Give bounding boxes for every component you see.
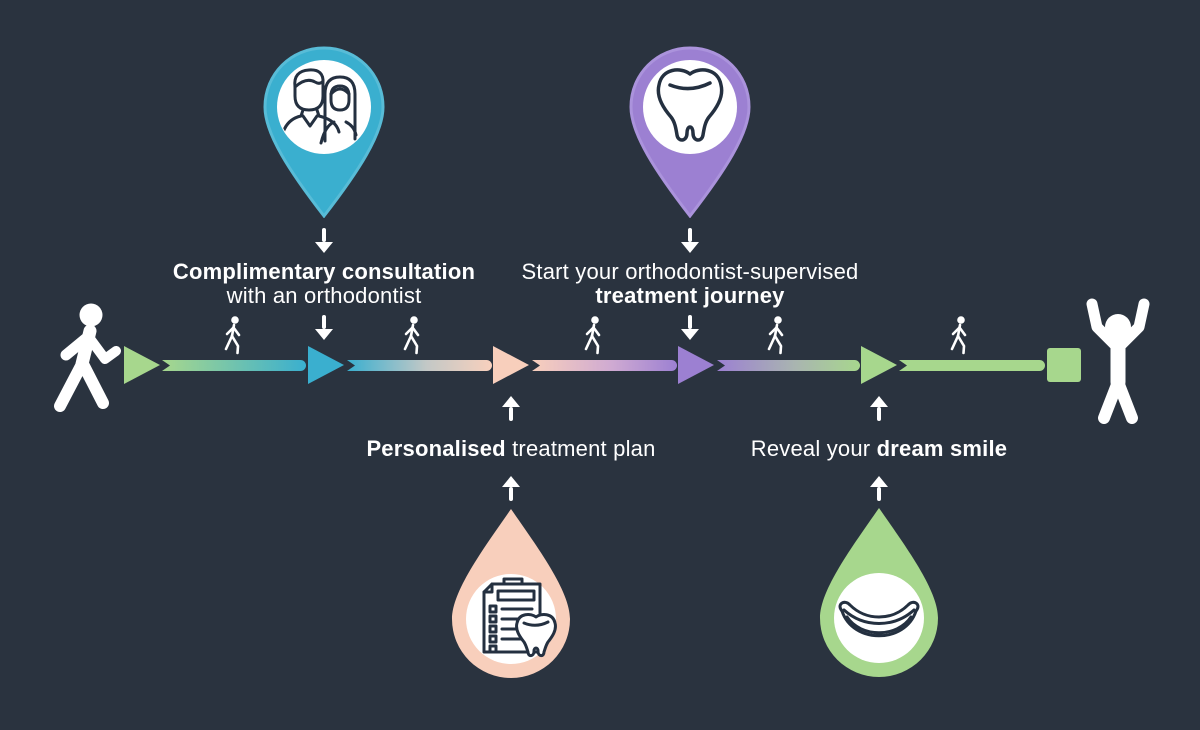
- arrow-down-icon: [681, 315, 699, 340]
- label-part: treatment plan: [505, 436, 656, 461]
- timeline-arrowhead-purple: [678, 346, 714, 384]
- timeline-segment-green: [899, 360, 1045, 371]
- label-line: with an orthodontist: [226, 283, 422, 308]
- label-part: Personalised: [366, 436, 506, 461]
- timeline-segment-purple-green: [717, 360, 860, 371]
- map-pin-treatment-start: [629, 46, 751, 218]
- timeline-segment-peach-purple: [532, 360, 677, 371]
- label-line: treatment journey: [595, 283, 785, 308]
- pedestrian-icon: [950, 316, 967, 355]
- timeline-segment-green-teal: [162, 360, 306, 371]
- teardrop-dream-smile: [820, 508, 938, 677]
- milestone-dream-smile-label: Reveal your dream smile: [689, 437, 1069, 461]
- walking-person-icon: [54, 303, 121, 412]
- arrow-down-icon: [315, 228, 333, 253]
- arrow-up-icon: [870, 476, 888, 501]
- milestone-treatment-start-label: Start your orthodontist-supervised treat…: [500, 260, 880, 308]
- teardrop-treatment-plan: [452, 509, 570, 678]
- milestone-treatment-plan-label: Personalised treatment plan: [321, 437, 701, 461]
- treatment-plan-icon: [482, 577, 557, 658]
- timeline-arrowhead-teal: [308, 346, 344, 384]
- timeline-segment-teal-peach: [347, 360, 492, 371]
- arrow-up-icon: [502, 396, 520, 421]
- arrow-up-icon: [870, 396, 888, 421]
- timeline-arrowhead-green-start: [124, 346, 160, 384]
- label-part: Reveal your: [750, 436, 877, 461]
- tooth-icon: [656, 68, 724, 142]
- pedestrian-icon: [584, 316, 601, 355]
- smile-icon: [838, 600, 920, 638]
- label-line: Start your orthodontist-supervised: [521, 259, 859, 284]
- pedestrian-icon: [224, 316, 241, 355]
- celebrating-person-icon: [1086, 298, 1150, 424]
- timeline-arrowhead-peach: [493, 346, 529, 384]
- timeline-arrowhead-green-end: [861, 346, 897, 384]
- arrow-down-icon: [315, 315, 333, 340]
- milestone-consultation-label: Complimentary consultation with an ortho…: [134, 260, 514, 308]
- label-part: dream smile: [876, 436, 1008, 461]
- arrow-down-icon: [681, 228, 699, 253]
- map-pin-consultation: [263, 46, 385, 218]
- label-line: Complimentary consultation: [172, 259, 476, 284]
- arrow-up-icon: [502, 476, 520, 501]
- timeline-end-square: [1047, 348, 1081, 382]
- pedestrian-icon: [767, 316, 784, 355]
- pedestrian-icon: [403, 316, 420, 355]
